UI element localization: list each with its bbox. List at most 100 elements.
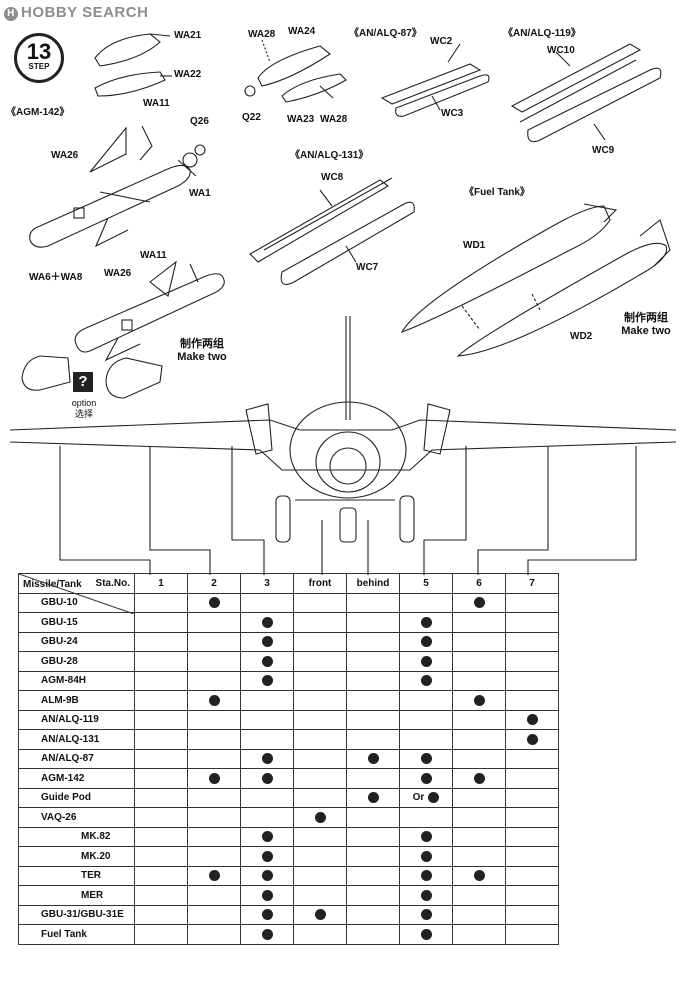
- station-cell: [452, 807, 506, 828]
- alq119-pod-drawing: [510, 43, 662, 143]
- station-cell: [240, 904, 294, 925]
- part-label: WA11: [140, 250, 167, 261]
- station-cell: [452, 748, 506, 769]
- station-cell: [452, 592, 506, 613]
- loadout-dot-icon: [420, 850, 432, 862]
- part-label: WA21: [174, 30, 202, 41]
- station-cell: [399, 807, 453, 828]
- station-cell: [293, 807, 347, 828]
- question-mark-icon: ?: [73, 372, 93, 392]
- station-cell: [240, 748, 294, 769]
- watermark-text: HOBBY SEARCH: [21, 4, 149, 21]
- station-cell: [505, 612, 559, 633]
- station-cell: [399, 748, 453, 769]
- loadout-dot-icon: [261, 928, 273, 940]
- loadout-dot-icon: [261, 889, 273, 901]
- station-column-header: 2: [187, 573, 241, 594]
- loadout-dot-icon: [261, 870, 273, 882]
- station-cell: [187, 924, 241, 945]
- station-cell: [240, 924, 294, 945]
- station-cell: [187, 670, 241, 691]
- station-cell: [187, 631, 241, 652]
- station-cell: [346, 807, 400, 828]
- station-cell: [240, 768, 294, 789]
- station-cell: [187, 612, 241, 633]
- station-cell: [346, 885, 400, 906]
- station-cell: [293, 748, 347, 769]
- loadout-dot-icon: [208, 870, 220, 882]
- station-cell: [293, 670, 347, 691]
- station-cell: [134, 846, 188, 867]
- station-cell: [399, 826, 453, 847]
- loadout-dot-icon: [420, 870, 432, 882]
- station-cell: [505, 787, 559, 808]
- station-cell: [399, 846, 453, 867]
- table-row: GBU-31/GBU-31E: [18, 904, 559, 925]
- part-label: WC10: [547, 45, 575, 56]
- loadout-dot-icon: [367, 792, 379, 804]
- loadout-dot-icon: [367, 753, 379, 765]
- table-row: TER: [18, 865, 559, 886]
- station-cell: [452, 885, 506, 906]
- missile-tank-header: Missile/Tank: [23, 578, 82, 590]
- station-cell: [346, 612, 400, 633]
- station-cell: [240, 690, 294, 711]
- part-label: WC3: [441, 108, 464, 119]
- loadout-dot-icon: [473, 772, 485, 784]
- section-agm142: 《AGM-142》: [6, 107, 70, 118]
- loadout-dot-icon: [428, 792, 440, 804]
- weapon-name-cell: AN/ALQ-87: [18, 748, 135, 769]
- station-cell: [134, 709, 188, 730]
- part-label: WA24: [288, 26, 316, 37]
- station-cell: [240, 865, 294, 886]
- loadout-dot-icon: [261, 753, 273, 765]
- station-cell: [505, 846, 559, 867]
- station-column-header: 5: [399, 573, 453, 594]
- loadout-dot-icon: [526, 714, 538, 726]
- station-cell: [134, 748, 188, 769]
- part-label: WA26: [51, 150, 79, 161]
- station-cell: [346, 846, 400, 867]
- station-cell: [452, 729, 506, 750]
- weapon-name-cell: AGM-84H: [18, 670, 135, 691]
- station-cell: [505, 885, 559, 906]
- option-note: option 选择: [64, 398, 104, 420]
- weapon-name-cell: AN/ALQ-131: [18, 729, 135, 750]
- weapon-name-cell: AN/ALQ-119: [18, 709, 135, 730]
- station-cell: [346, 709, 400, 730]
- station-cell: [240, 846, 294, 867]
- station-cell: [240, 631, 294, 652]
- table-row: AN/ALQ-87: [18, 748, 559, 769]
- station-cell: [346, 924, 400, 945]
- alq87-pod-drawing: [380, 43, 490, 117]
- loadout-dot-icon: [420, 889, 432, 901]
- wa24-group-parts: [244, 39, 347, 103]
- table-row: AN/ALQ-119: [18, 709, 559, 730]
- part-label: WD1: [463, 240, 486, 251]
- weapon-name-cell: MER: [18, 885, 135, 906]
- station-cell: [240, 670, 294, 691]
- weapon-name-cell: GBU-28: [18, 651, 135, 672]
- station-cell: [187, 865, 241, 886]
- station-cell: [134, 690, 188, 711]
- station-cell: [399, 709, 453, 730]
- station-number-header: Sta.No.: [95, 578, 130, 589]
- station-column-header: 1: [134, 573, 188, 594]
- station-cell: [452, 924, 506, 945]
- station-cell: [187, 729, 241, 750]
- station-cell: [187, 592, 241, 613]
- loadout-dot-icon: [261, 772, 273, 784]
- table-row: VAQ-26: [18, 807, 559, 828]
- station-cell: [505, 904, 559, 925]
- section-fuel-tank: 《Fuel Tank》: [464, 187, 530, 198]
- station-cell: [346, 729, 400, 750]
- table-corner-cell: Sta.No. Missile/Tank: [18, 573, 135, 614]
- step-badge: 13 STEP: [14, 33, 64, 83]
- station-callout-lines: [59, 446, 637, 575]
- station-cell: [346, 592, 400, 613]
- station-cell: [293, 612, 347, 633]
- station-cell: [293, 768, 347, 789]
- loadout-dot-icon: [420, 772, 432, 784]
- station-cell: [293, 729, 347, 750]
